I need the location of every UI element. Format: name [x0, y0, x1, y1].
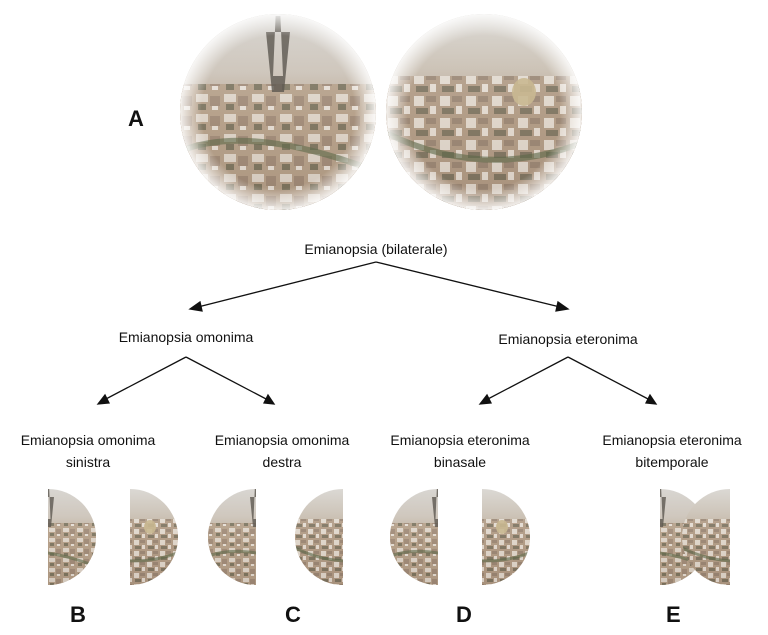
photo-c-left-eye — [208, 489, 256, 585]
label-b: B — [70, 602, 86, 627]
label-a: A — [128, 106, 144, 131]
photo-c-right-eye — [295, 489, 343, 585]
node-omonima-destra-line2: destra — [262, 454, 302, 470]
node-eteronima-binasale-line2: binasale — [433, 454, 487, 470]
photo-d-right-eye — [482, 489, 530, 585]
photo-d-left-eye — [390, 489, 438, 585]
node-omonima-sinistra-line2: sinistra — [65, 454, 111, 470]
label-e: E — [666, 602, 681, 627]
label-d: D — [456, 602, 472, 627]
photo-e-right-eye — [682, 489, 730, 585]
node-eteronima-bitemporale-line1: Emianopsia eteronima — [602, 432, 742, 448]
node-omonima: Emianopsia omonima — [118, 329, 254, 345]
node-eteronima-bitemporale: Emianopsia eteronima bitemporale — [602, 429, 741, 473]
arrow-omonima-to-destra — [185, 356, 276, 405]
arrow-omonima-to-sinistra — [96, 356, 187, 405]
node-omonima-destra: Emianopsia omonima destra — [215, 429, 350, 473]
photo-a-right-eye — [386, 14, 582, 210]
node-eteronima: Emianopsia eteronima — [498, 331, 638, 347]
photo-b-left-eye — [48, 489, 96, 585]
node-omonima-destra-line1: Emianopsia omonima — [214, 432, 350, 448]
photo-a-left-eye — [180, 14, 376, 210]
node-eteronima-bitemporale-line2: bitemporale — [635, 454, 709, 470]
node-eteronima-binasale: Emianopsia eteronima binasale — [390, 429, 529, 473]
label-c: C — [285, 602, 301, 627]
node-omonima-sinistra: Emianopsia omonima sinistra — [21, 429, 156, 473]
arrow-eteronima-to-bitemporale — [567, 356, 658, 405]
arrow-root-to-omonima — [188, 261, 377, 312]
node-eteronima-binasale-line1: Emianopsia eteronima — [390, 432, 530, 448]
arrow-eteronima-to-binasale — [478, 356, 569, 405]
node-root: Emianopsia (bilaterale) — [304, 241, 448, 257]
arrow-root-to-eteronima — [375, 261, 570, 312]
node-omonima-sinistra-line1: Emianopsia omonima — [20, 432, 156, 448]
